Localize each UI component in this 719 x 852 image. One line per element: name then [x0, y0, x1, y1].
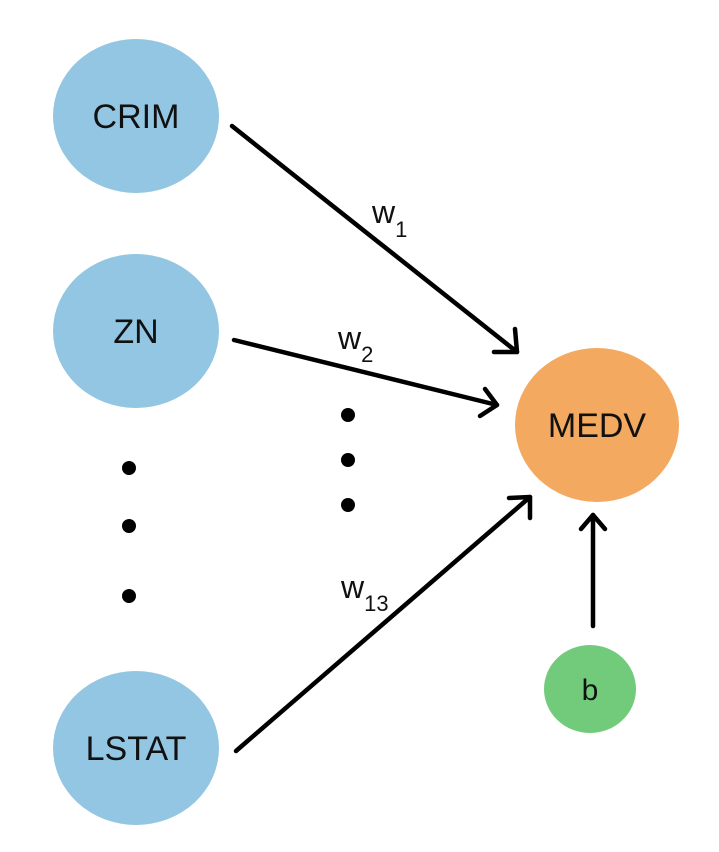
input-ellipsis-dot: [122, 461, 136, 475]
node-lstat: LSTAT: [53, 671, 219, 825]
weight-ellipsis-dots: [341, 408, 355, 512]
node-zn-label: ZN: [113, 313, 158, 351]
weight-label-w1: w1: [371, 194, 407, 242]
node-bias-label: b: [582, 674, 599, 707]
weight-label-w1-base: w: [371, 194, 396, 230]
edge-lstat-medv-line: [233, 494, 533, 754]
weight-label-w13: w13: [340, 569, 389, 616]
node-medv-label: MEDV: [548, 407, 647, 445]
node-crim-circle: [53, 39, 219, 193]
node-medv: MEDV: [515, 348, 679, 502]
node-lstat-label: LSTAT: [86, 730, 187, 768]
node-zn: ZN: [53, 254, 219, 408]
edge-zn-medv-line: [231, 337, 500, 408]
weight-label-w13-base: w: [340, 569, 365, 605]
edge-crim-medv-arrowhead: [491, 326, 520, 355]
edge-zn-medv: [231, 337, 500, 419]
node-medv-circle: [515, 348, 679, 502]
input-ellipsis-dot: [122, 519, 136, 533]
node-crim: CRIM: [53, 39, 219, 193]
input-ellipsis-dots: [122, 461, 136, 603]
weight-label-w13-sub: 13: [364, 591, 388, 616]
node-lstat-circle: [53, 671, 219, 825]
weight-ellipsis-dot: [341, 408, 355, 422]
edge-crim-medv-line: [229, 123, 520, 355]
edge-lstat-medv: [233, 494, 533, 754]
edge-lstat-medv-arrowhead: [506, 494, 533, 521]
weight-label-w1-sub: 1: [395, 217, 407, 242]
weight-label-w2-base: w: [337, 320, 362, 356]
weight-ellipsis-dot: [341, 498, 355, 512]
weight-label-w2: w2: [337, 320, 373, 367]
node-bias: b: [544, 645, 636, 733]
edge-bias-medv: [578, 512, 608, 629]
input-ellipsis-dot: [122, 589, 136, 603]
edge-bias-medv-arrowhead: [578, 512, 608, 532]
weight-ellipsis-dot: [341, 453, 355, 467]
weight-label-w2-sub: 2: [361, 342, 373, 367]
edge-crim-medv: [229, 123, 520, 355]
node-zn-circle: [53, 254, 219, 408]
node-crim-label: CRIM: [93, 98, 180, 136]
node-bias-circle: [544, 645, 636, 733]
edge-zn-medv-arrowhead: [477, 386, 500, 419]
